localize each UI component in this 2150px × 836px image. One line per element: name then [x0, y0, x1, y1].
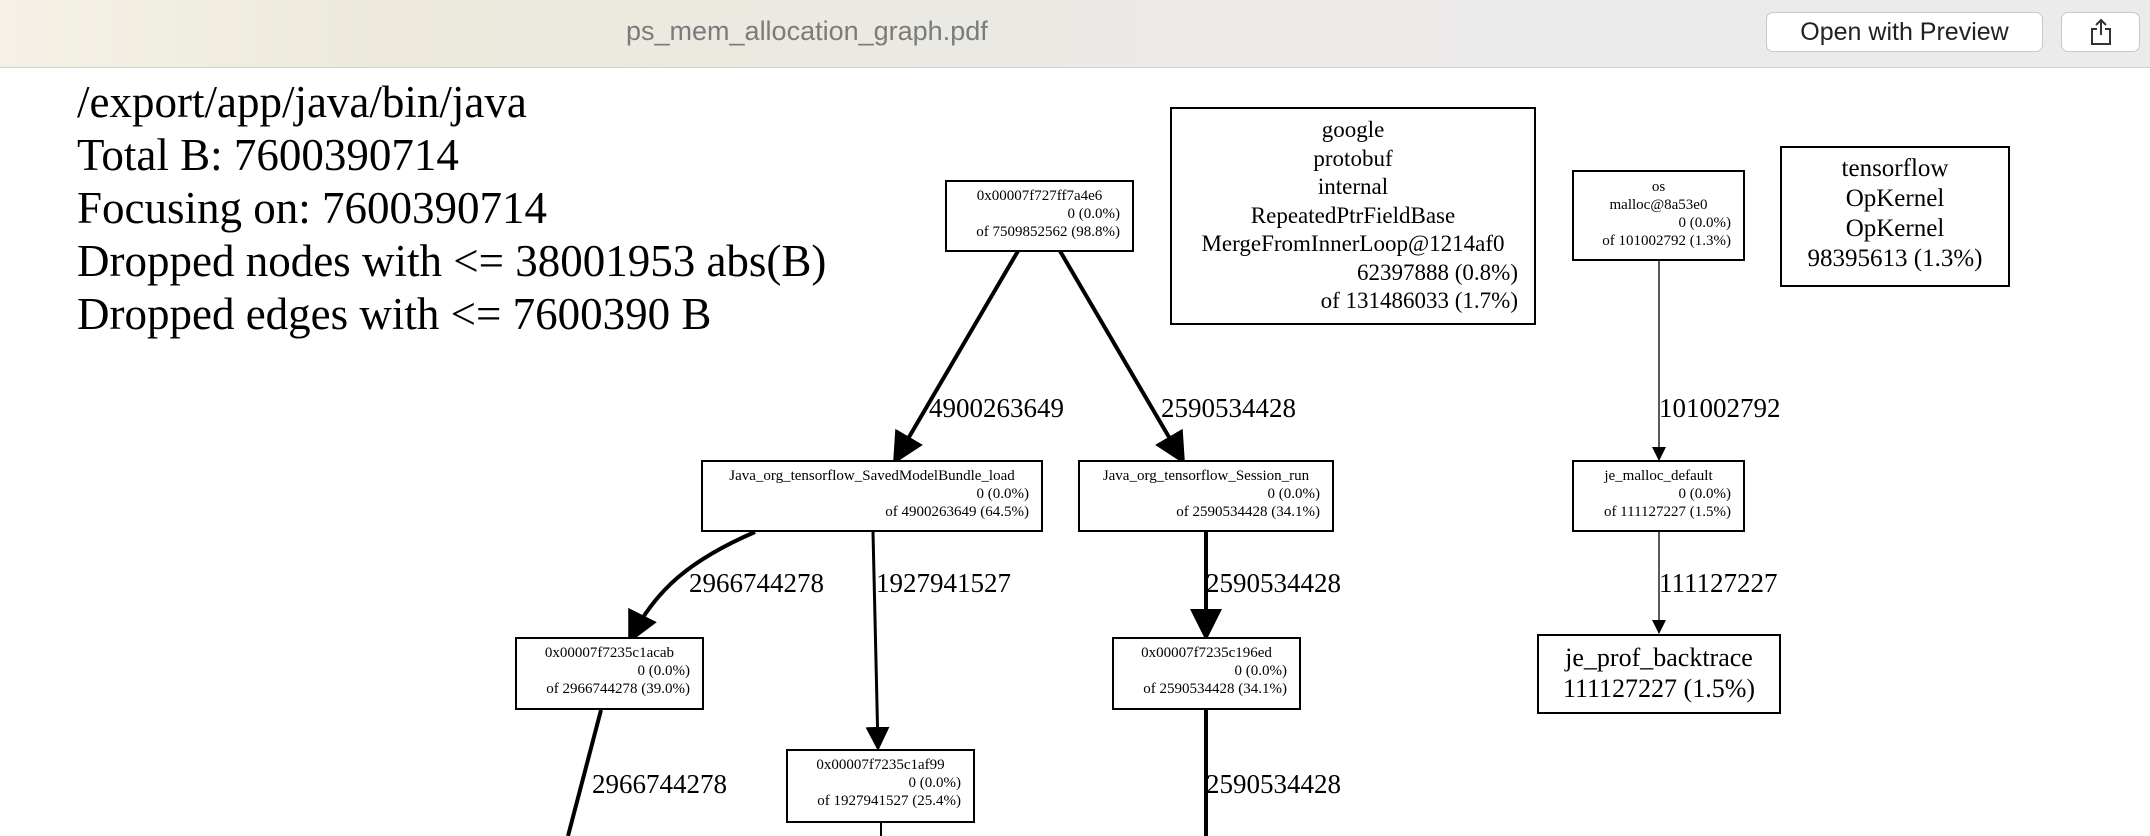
node-flat: 98395613 (1.3%): [1807, 245, 1983, 272]
node-je-malloc-default[interactable]: je_malloc_default 0 (0.0%) of 111127227 …: [1572, 460, 1745, 532]
edge-saved-model-c1acab: [628, 530, 756, 644]
node-cum: of 2966744278 (39.0%): [546, 681, 690, 697]
node-cum: of 1927941527 (25.4%): [817, 793, 961, 809]
node-flat: 111127227 (1.5%): [1562, 674, 1756, 703]
header-dropped-edges: Dropped edges with <= 7600390 B: [77, 289, 712, 339]
edge-label-root-saved-model: 4900263649: [929, 393, 1064, 423]
node-label-line: internal: [1317, 174, 1389, 199]
node-saved-model-load[interactable]: Java_org_tensorflow_SavedModelBundle_loa…: [701, 460, 1043, 532]
node-tf-opkernel[interactable]: tensorflow OpKernel OpKernel 98395613 (1…: [1780, 146, 2010, 287]
edge-root-saved-model: [892, 249, 1020, 465]
document-title: ps_mem_allocation_graph.pdf: [626, 16, 988, 46]
node-label-line: google: [1321, 117, 1385, 142]
edge-label-session-run-c196ed: 2590534428: [1206, 568, 1341, 598]
edge-saved-model-c1af99: [865, 531, 890, 751]
node-flat: 0 (0.0%): [908, 775, 962, 791]
node-cum: of 4900263649 (64.5%): [885, 504, 1029, 520]
node-label: Java_org_tensorflow_SavedModelBundle_loa…: [729, 468, 1015, 484]
node-cum: of 101002792 (1.3%): [1602, 233, 1731, 249]
node-label: 0x00007f7235c1acab: [544, 645, 675, 661]
node-cum: of 2590534428 (34.1%): [1176, 504, 1320, 520]
node-root[interactable]: 0x00007f727ff7a4e6 0 (0.0%) of 750985256…: [945, 180, 1134, 252]
edge-label-c196ed-down: 2590534428: [1206, 769, 1341, 799]
node-flat: 0 (0.0%): [976, 486, 1030, 502]
node-cum: of 7509852562 (98.8%): [976, 224, 1120, 240]
node-cum: of 111127227 (1.5%): [1603, 504, 1731, 520]
node-protobuf[interactable]: google protobuf internal RepeatedPtrFiel…: [1170, 107, 1536, 325]
edge-label-je-malloc-je-prof: 111127227: [1659, 568, 1778, 598]
node-label: 0x00007f727ff7a4e6: [976, 188, 1103, 204]
node-flat: 0 (0.0%): [1067, 206, 1121, 222]
open-with-preview-button[interactable]: Open with Preview: [1766, 12, 2043, 52]
node-label: Java_org_tensorflow_Session_run: [1102, 468, 1310, 484]
node-flat: 0 (0.0%): [1267, 486, 1321, 502]
header-total: Total B: 7600390714: [77, 130, 459, 180]
node-flat: 62397888 (0.8%): [1357, 259, 1518, 285]
node-label: os: [1651, 179, 1666, 195]
edge-label-saved-model-c1af99: 1927941527: [876, 568, 1011, 598]
edge-c1acab-down: [566, 709, 603, 836]
node-flat: 0 (0.0%): [637, 663, 691, 679]
node-label-line: tensorflow: [1841, 155, 1949, 182]
header-dropped-nodes: Dropped nodes with <= 38001953 abs(B): [77, 236, 827, 286]
node-c1acab[interactable]: 0x00007f7235c1acab 0 (0.0%) of 296674427…: [515, 637, 704, 710]
node-je-prof-backtrace[interactable]: je_prof_backtrace 111127227 (1.5%): [1537, 634, 1781, 714]
header-binary-path: /export/app/java/bin/java: [77, 77, 527, 127]
node-session-run[interactable]: Java_org_tensorflow_Session_run 0 (0.0%)…: [1078, 460, 1334, 532]
node-flat: 0 (0.0%): [1234, 663, 1288, 679]
edge-label-saved-model-c1acab: 2966744278: [689, 568, 824, 598]
node-flat: 0 (0.0%): [1678, 215, 1732, 231]
node-label-line: OpKernel: [1845, 185, 1945, 212]
share-icon: [2090, 18, 2111, 45]
node-flat: 0 (0.0%): [1678, 486, 1732, 502]
node-label-line: je_prof_backtrace: [1565, 643, 1753, 672]
node-c196ed[interactable]: 0x00007f7235c196ed 0 (0.0%) of 259053442…: [1112, 637, 1301, 710]
node-cum: of 131486033 (1.7%): [1320, 288, 1518, 313]
header-focusing: Focusing on: 7600390714: [77, 183, 548, 233]
node-label: je_malloc_default: [1604, 468, 1713, 484]
edge-label-c1acab-down: 2966744278: [592, 769, 727, 799]
edge-label-root-session-run: 2590534428: [1161, 393, 1296, 423]
node-label-line: protobuf: [1313, 145, 1393, 171]
node-label-line: MergeFromInnerLoop@1214af0: [1201, 231, 1505, 256]
node-label-line: RepeatedPtrFieldBase: [1250, 202, 1456, 228]
node-label: 0x00007f7235c1af99: [816, 757, 945, 773]
node-label: 0x00007f7235c196ed: [1141, 645, 1272, 661]
node-label: malloc@8a53e0: [1609, 197, 1708, 213]
edge-root-session-run: [1058, 249, 1186, 465]
share-button[interactable]: [2061, 12, 2140, 52]
node-os-malloc[interactable]: os malloc@8a53e0 0 (0.0%) of 101002792 (…: [1572, 170, 1745, 261]
node-c1af99[interactable]: 0x00007f7235c1af99 0 (0.0%) of 192794152…: [786, 749, 975, 823]
node-cum: of 2590534428 (34.1%): [1143, 681, 1287, 697]
window-titlebar: ps_mem_allocation_graph.pdf Open with Pr…: [0, 0, 2150, 68]
graph-header: /export/app/java/bin/java Total B: 76003…: [77, 76, 826, 341]
node-label-line: OpKernel: [1845, 215, 1945, 242]
edge-label-os-malloc-je-malloc: 101002792: [1659, 393, 1781, 423]
